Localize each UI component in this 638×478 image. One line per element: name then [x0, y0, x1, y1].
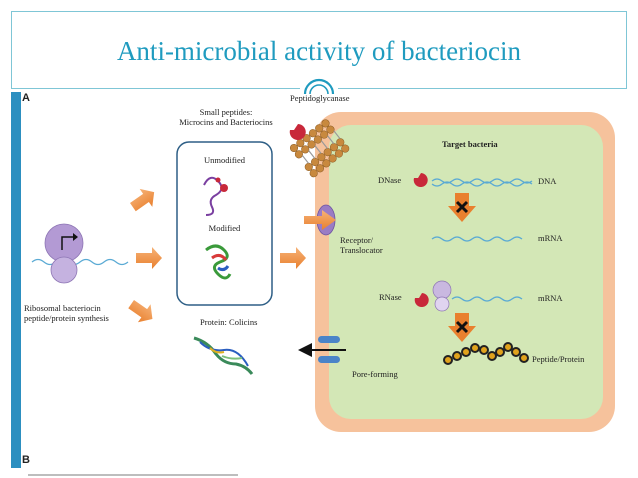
translation-arrow	[448, 313, 476, 342]
pore-forming-icon	[298, 336, 346, 363]
receptor-label: Receptor/ Translocator	[340, 235, 383, 255]
mrna-strand-1	[431, 236, 523, 242]
mrna-label-2: mRNA	[538, 293, 563, 303]
small-peptides-label: Small peptides: Microcins and Bacterioci…	[179, 107, 273, 127]
panel-a-label: A	[22, 92, 30, 104]
target-bacteria-label: Target bacteria	[442, 139, 498, 149]
rnase-label: RNase	[379, 292, 402, 302]
colicin-icon	[193, 336, 254, 375]
dna-strand	[431, 178, 533, 187]
unmodified-label: Unmodified	[203, 155, 246, 165]
peptidoglycanase-label: Peptidoglycanase	[290, 93, 350, 103]
panel-b-label: B	[22, 454, 30, 466]
receptor-icon	[304, 204, 336, 236]
modified-label: Modified	[208, 223, 241, 233]
bottom-rule	[28, 474, 238, 476]
pore-forming-label: Pore-forming	[352, 369, 398, 379]
peptidoglycanase-icon	[289, 119, 350, 178]
transcription-arrow	[448, 193, 476, 222]
ribosome-icon	[31, 223, 129, 284]
slide-title: Anti-microbial activity of bacteriocin	[116, 36, 522, 66]
synthesis-label: Ribosomal bacteriocin peptide/protein sy…	[24, 303, 109, 323]
ornament-icon	[300, 70, 338, 96]
rnase-icon	[414, 293, 429, 307]
synthesis-arrows	[128, 188, 306, 323]
dna-label: DNA	[538, 176, 557, 186]
dnase-icon	[413, 173, 428, 187]
dnase-label: DNase	[378, 175, 402, 185]
figure-graphics	[31, 112, 615, 432]
target-cell	[315, 112, 615, 432]
mrna-label-1: mRNA	[538, 233, 563, 243]
peptide-protein-label: Peptide/Protein	[532, 354, 585, 364]
ribosome-small-icon	[432, 280, 452, 312]
small-peptides-box	[176, 141, 273, 306]
bacteriocin-figure: A B Ribosomal bacteriocin peptide/protei…	[22, 90, 622, 470]
mrna-strand-2	[451, 296, 523, 302]
accent-bar	[11, 92, 21, 468]
peptide-chain	[443, 342, 529, 365]
colicins-label: Protein: Colicins	[200, 317, 258, 327]
